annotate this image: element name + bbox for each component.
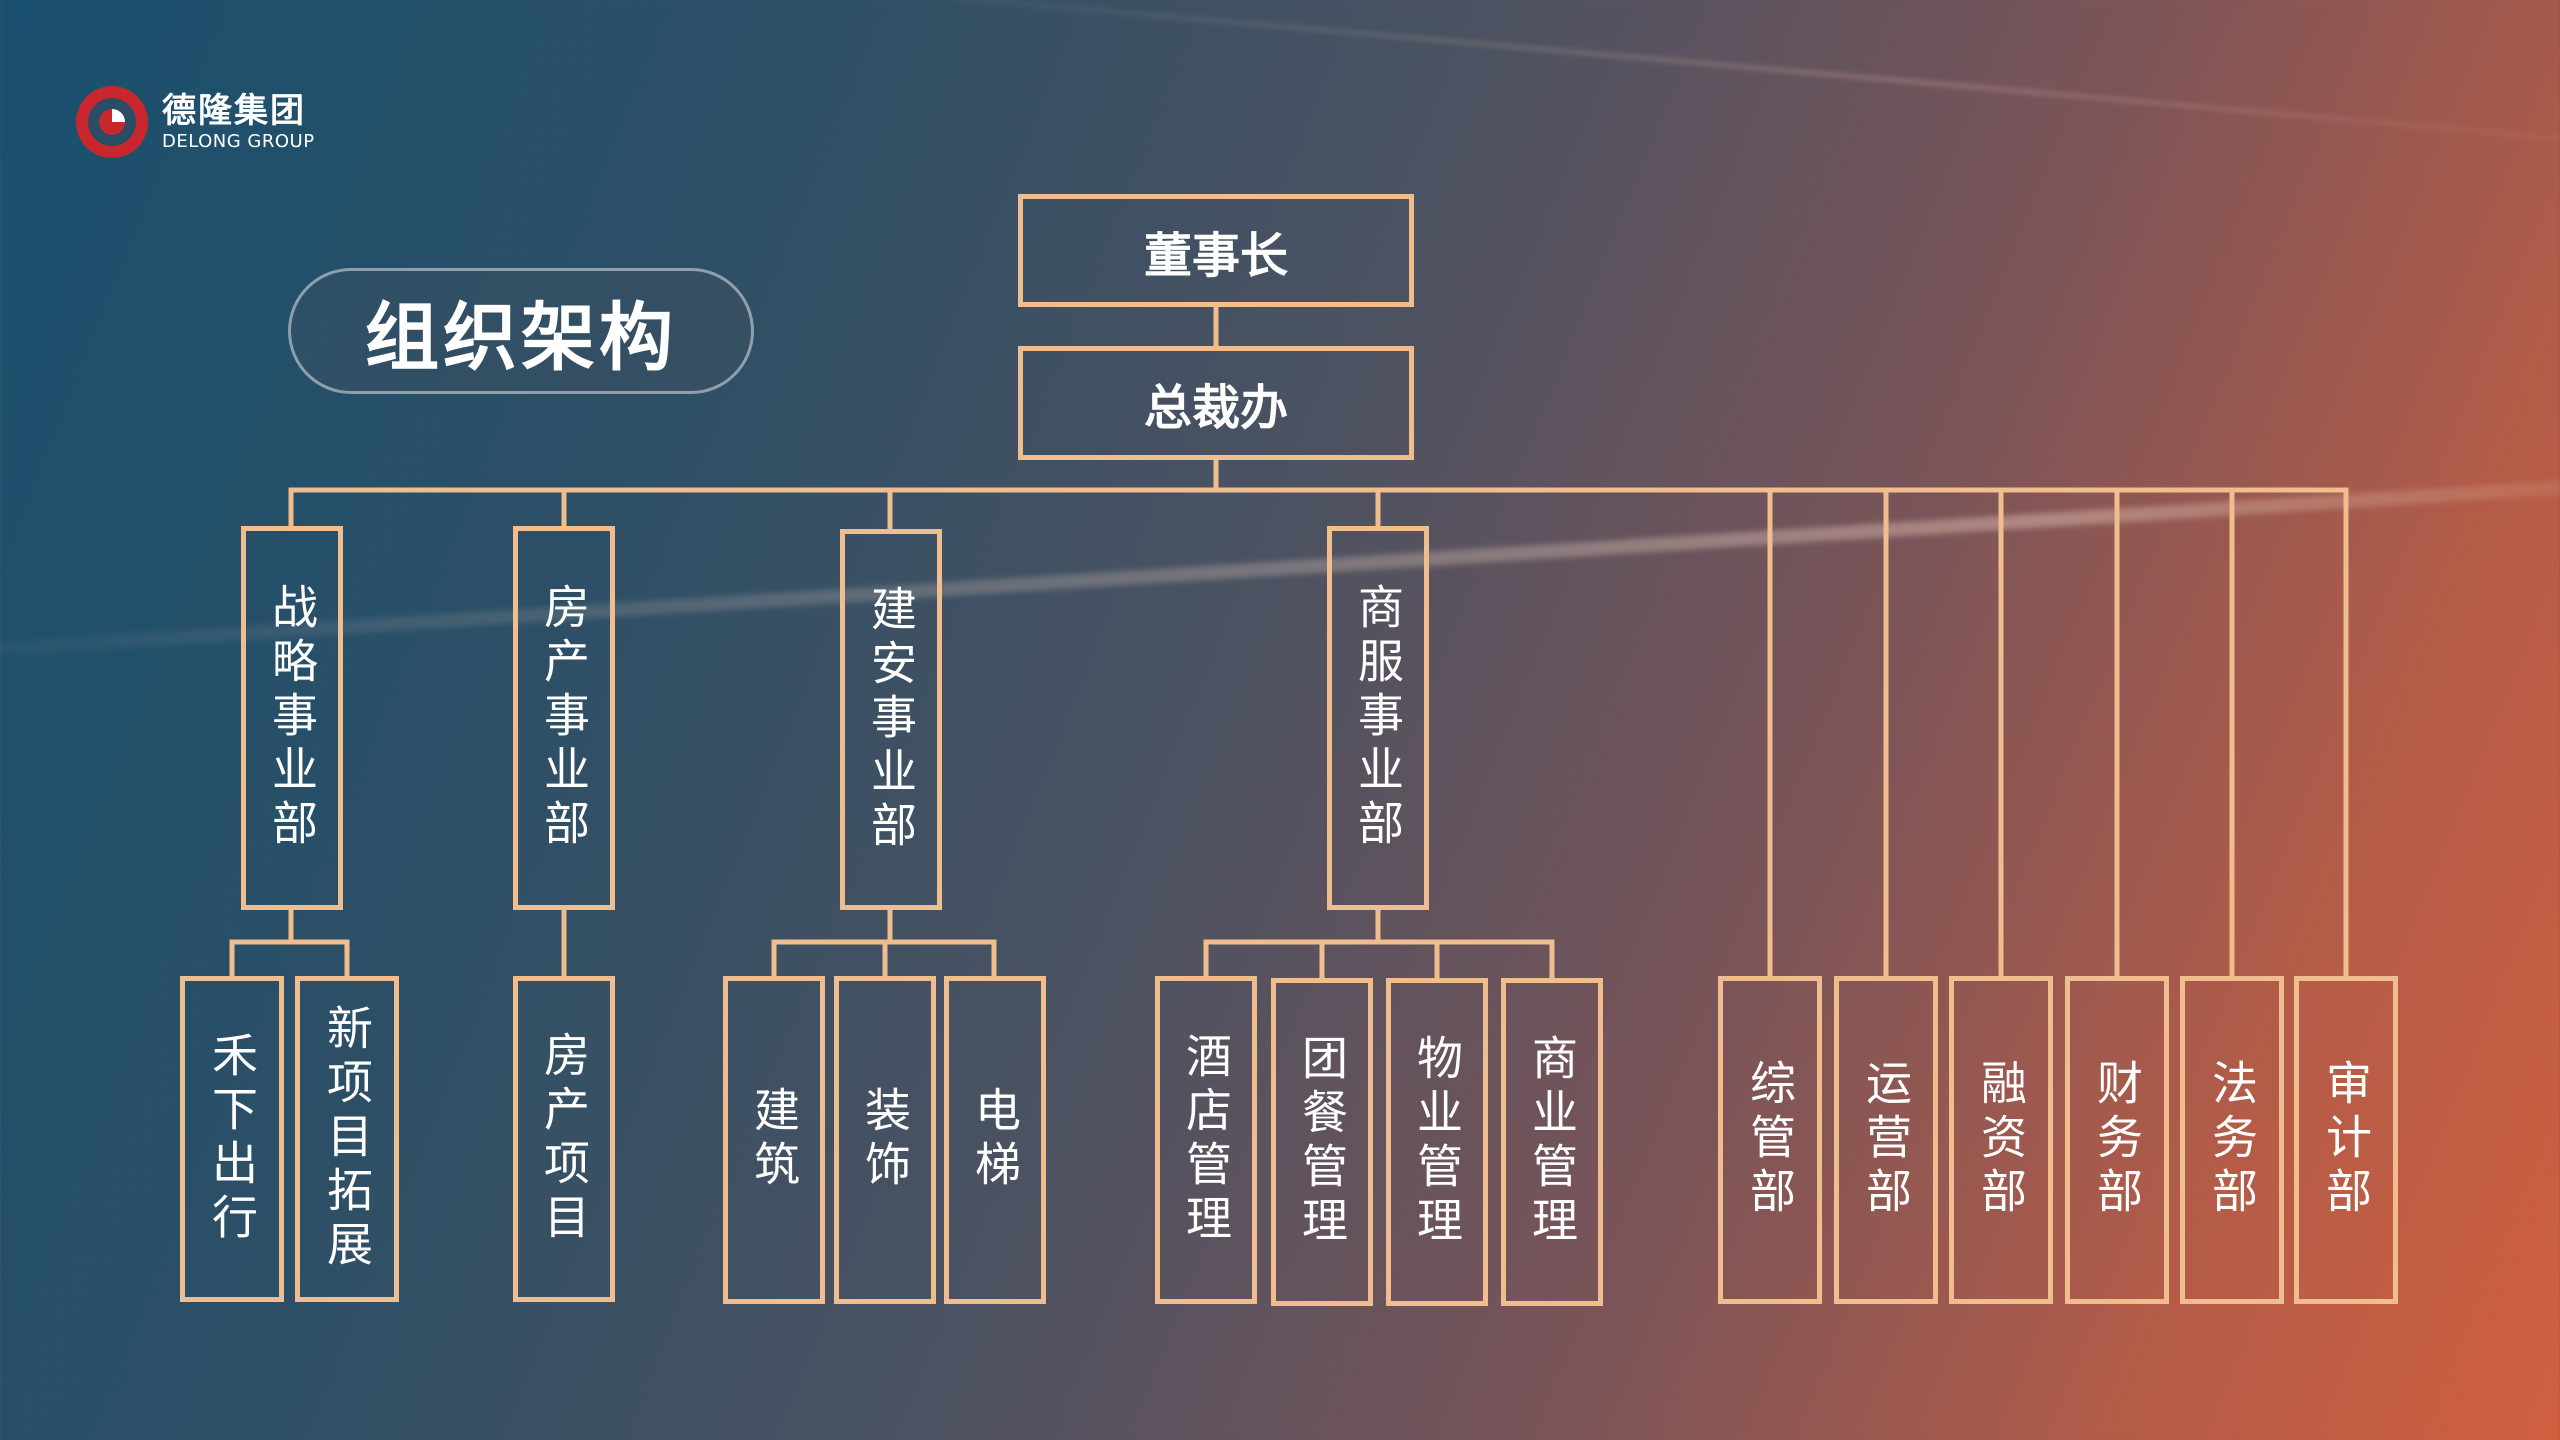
logo-icon <box>76 86 148 158</box>
unit-box: 新项目拓展 <box>295 976 399 1302</box>
unit-box: 装饰 <box>834 976 936 1304</box>
unit-box: 物业管理 <box>1386 978 1488 1306</box>
department-box: 综管部 <box>1718 976 1822 1304</box>
division-label: 建安事业部 <box>864 584 918 855</box>
department-box: 法务部 <box>2180 976 2284 1304</box>
unit-label: 禾下出行 <box>205 1031 259 1247</box>
division-label: 战略事业部 <box>265 583 319 853</box>
chairman-label: 董事长 <box>1143 227 1288 284</box>
page-title-pill: 组织架构 <box>288 268 754 394</box>
unit-label: 房产项目 <box>537 1031 591 1247</box>
division-strategy-box: 战略事业部 <box>241 526 343 910</box>
logo-name-cn: 德隆集团 <box>162 91 306 131</box>
unit-box: 建筑 <box>723 976 825 1304</box>
unit-box: 酒店管理 <box>1155 976 1257 1304</box>
unit-label: 电梯 <box>968 1086 1022 1194</box>
division-label: 房产事业部 <box>537 583 591 853</box>
unit-box: 团餐管理 <box>1271 978 1373 1306</box>
division-property-box: 房产事业部 <box>513 526 615 910</box>
department-label: 综管部 <box>1743 1059 1797 1221</box>
unit-box: 电梯 <box>944 976 1046 1304</box>
unit-label: 商业管理 <box>1525 1034 1579 1250</box>
unit-label: 装饰 <box>858 1086 912 1194</box>
division-commercial-box: 商服事业部 <box>1327 526 1429 910</box>
page-title: 组织架构 <box>365 294 677 381</box>
unit-label: 酒店管理 <box>1179 1032 1233 1248</box>
unit-box: 商业管理 <box>1501 978 1603 1306</box>
unit-box: 房产项目 <box>513 976 615 1302</box>
department-label: 审计部 <box>2319 1059 2373 1221</box>
president-office-box: 总裁办 <box>1018 346 1414 460</box>
department-label: 运营部 <box>1859 1059 1913 1221</box>
department-label: 法务部 <box>2205 1059 2259 1221</box>
department-label: 融资部 <box>1974 1059 2028 1221</box>
department-box: 融资部 <box>1949 976 2053 1304</box>
president-office-label: 总裁办 <box>1143 380 1288 436</box>
logo: 德隆集团 DELONG GROUP <box>72 82 315 162</box>
unit-label: 团餐管理 <box>1295 1034 1349 1250</box>
logo-name-en: DELONG GROUP <box>162 131 315 152</box>
department-box: 财务部 <box>2065 976 2169 1304</box>
department-box: 运营部 <box>1834 976 1938 1304</box>
unit-box: 禾下出行 <box>180 976 284 1302</box>
division-label: 商服事业部 <box>1351 583 1405 853</box>
chairman-box: 董事长 <box>1018 194 1414 307</box>
unit-label: 建筑 <box>747 1086 801 1194</box>
department-label: 财务部 <box>2090 1059 2144 1221</box>
unit-label: 物业管理 <box>1410 1034 1464 1250</box>
division-construction-box: 建安事业部 <box>840 529 942 910</box>
department-box: 审计部 <box>2294 976 2398 1304</box>
unit-label: 新项目拓展 <box>320 1004 374 1274</box>
